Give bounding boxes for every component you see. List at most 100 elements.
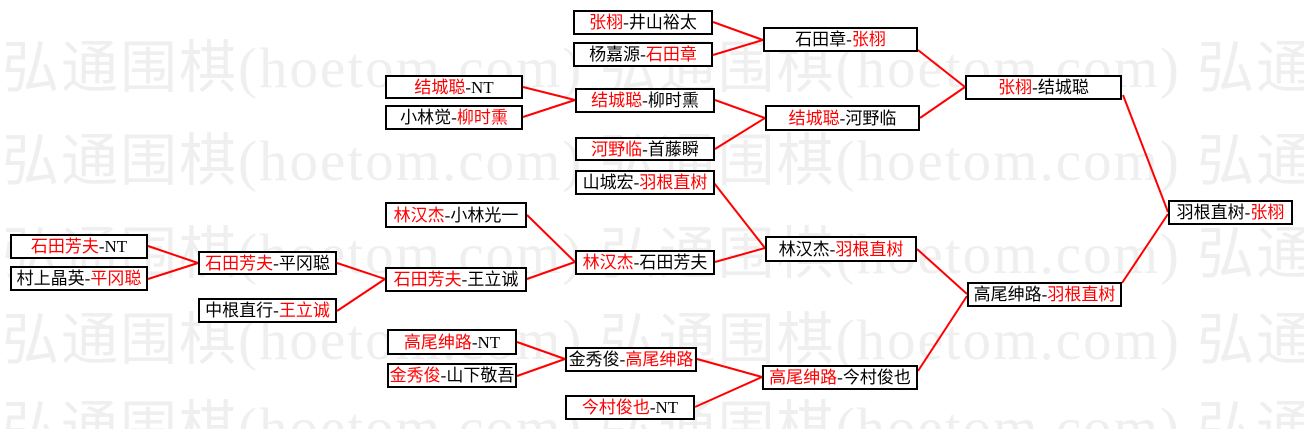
player-name: 村上晶英- [16,269,91,288]
bracket-connector-line [516,358,566,377]
match-box-r3-yuki-nt: 结城聪-NT [385,75,523,99]
winner-name: 张栩 [589,13,624,32]
bracket-connector-line [919,86,966,119]
winner-name: 今村俊也 [581,398,650,417]
match-box-r2-ishida-hiraoka: 石田芳夫-平冈聪 [198,251,337,275]
winner-name: 石田章 [645,45,697,64]
bracket-connector-line [147,262,199,280]
winner-name: 王立诚 [278,301,330,320]
bracket-connector-line [1122,94,1169,213]
match-box-qf-ishidaakira-cho: 石田章-张栩 [763,27,918,52]
bracket-connector-line [712,39,764,56]
match-box-qf-yuki-kono: 结城聪-河野临 [765,105,920,131]
match-box-r3-yang-ishidaakira: 杨嘉源-石田章 [573,42,713,67]
winner-name: 张栩 [998,78,1033,97]
match-box-sf-takao-hane: 高尾绅路-羽根直树 [967,282,1122,307]
bracket-connector-line [696,358,763,378]
match-box-final-hane-cho: 羽根直树-张栩 [1168,200,1293,225]
winner-name: 张栩 [1250,203,1285,222]
winner-name: 结城聪 [788,108,840,128]
player-name: 高尾绅路- [973,285,1048,304]
winner-name: 高尾绅路 [403,332,472,352]
player-name: -河野临 [839,108,897,128]
player-name: 杨嘉源- [589,45,646,64]
bracket-connector-line [917,295,968,372]
winner-name: 结城聪 [414,77,466,97]
player-name: -NT [465,77,494,97]
bracket-connector-line [336,278,386,312]
winner-name: 结城聪 [591,91,643,110]
winner-name: 石田芳夫 [30,237,99,256]
bracket-connector-line [1121,213,1169,284]
player-name: -井山裕太 [623,13,697,32]
bracket-connector-line [526,214,576,263]
winner-name: 石田芳夫 [393,270,462,289]
match-box-r3-kobayashi-yoo: 小林觉-柳时熏 [385,105,523,130]
player-name: -NT [471,332,501,352]
player-name: -NT [649,398,679,417]
bracket-connector-line [713,182,766,249]
winner-name: 金秀俊 [389,366,441,385]
winner-name: 高尾绅路 [625,350,694,369]
match-box-r2-nakane-ou: 中根直行-王立诚 [198,298,337,323]
winner-name: 高尾绅路 [769,368,838,387]
player-name: -柳时熏 [642,91,699,110]
player-name: 中根直行- [205,301,279,320]
bracket-connector-line [522,99,576,118]
player-name: -石田芳夫 [633,253,708,272]
bracket-connector-line [714,247,766,263]
player-name: -结城聪 [1032,78,1089,97]
match-box-r4-kim-takao: 金秀俊-高尾绅路 [565,347,697,372]
bracket-connector-line [714,99,766,119]
match-box-r4-yamashiro-hane: 山城宏-羽根直树 [575,170,715,195]
match-box-r3-ishida-ou: 石田芳夫-王立诚 [385,267,527,292]
player-name: -王立诚 [461,270,519,289]
player-name: -首藤瞬 [642,139,699,159]
player-name: 羽根直树- [1176,203,1251,222]
player-name: -山下敬吾 [440,366,515,385]
bracket-connector-line [526,261,576,280]
bracket-connector-line [516,341,566,360]
winner-name: 石田芳夫 [205,253,274,273]
player-name: -小林光一 [444,205,519,225]
match-box-r1-ishida-nt: 石田芳夫-NT [10,234,148,259]
bracket-connector-line [522,86,576,101]
bracket-connector-line [147,245,199,264]
winner-name: 羽根直树 [639,173,708,192]
winner-name: 柳时熏 [456,108,508,127]
winner-name: 林汉杰 [393,205,445,225]
player-name: -NT [98,237,128,256]
bracket-connector-line [714,117,766,150]
match-box-sf-cho-yuki: 张栩-结城聪 [965,75,1122,100]
winner-name: 林汉杰 [582,253,634,272]
match-box-r3-takao-nt: 高尾绅路-NT [387,329,517,355]
match-box-r4-lin-ishida: 林汉杰-石田芳夫 [575,250,715,275]
match-box-r4-yuki-yoo: 结城聪-柳时熏 [575,88,715,113]
match-box-r3-kim-yamashita: 金秀俊-山下敬吾 [387,363,517,388]
bracket-connector-line [917,49,966,88]
player-name: -平冈聪 [273,253,330,273]
bracket-connector-line [712,21,764,41]
match-box-r1-murakami-hiraoka: 村上晶英-平冈聪 [10,266,148,291]
player-name: -今村俊也 [837,368,911,387]
player-name: 石田章- [795,30,852,49]
player-name: 林汉杰- [778,239,836,259]
match-box-r4-kono-shuto: 河野临-首藤瞬 [575,137,715,161]
match-box-qf-takao-imamura: 高尾绅路-今村俊也 [762,365,918,390]
bracket-connector-line [694,376,763,408]
winner-name: 张栩 [851,30,886,49]
winner-name: 羽根直树 [835,239,904,259]
player-name: 山城宏- [582,173,640,192]
match-box-r3-lin-kobayashi: 林汉杰-小林光一 [385,202,527,228]
match-box-r3-cho-iyama: 张栩-井山裕太 [573,10,713,35]
winner-name: 河野临 [591,139,643,159]
match-box-qf-lin-hane: 林汉杰-羽根直树 [765,236,917,262]
winner-name: 平冈聪 [90,269,142,288]
winner-name: 羽根直树 [1047,285,1116,304]
bracket-connector-line [336,262,386,280]
bracket-connector-line [916,248,968,295]
match-box-r4-imamura-nt: 今村俊也-NT [565,395,695,420]
